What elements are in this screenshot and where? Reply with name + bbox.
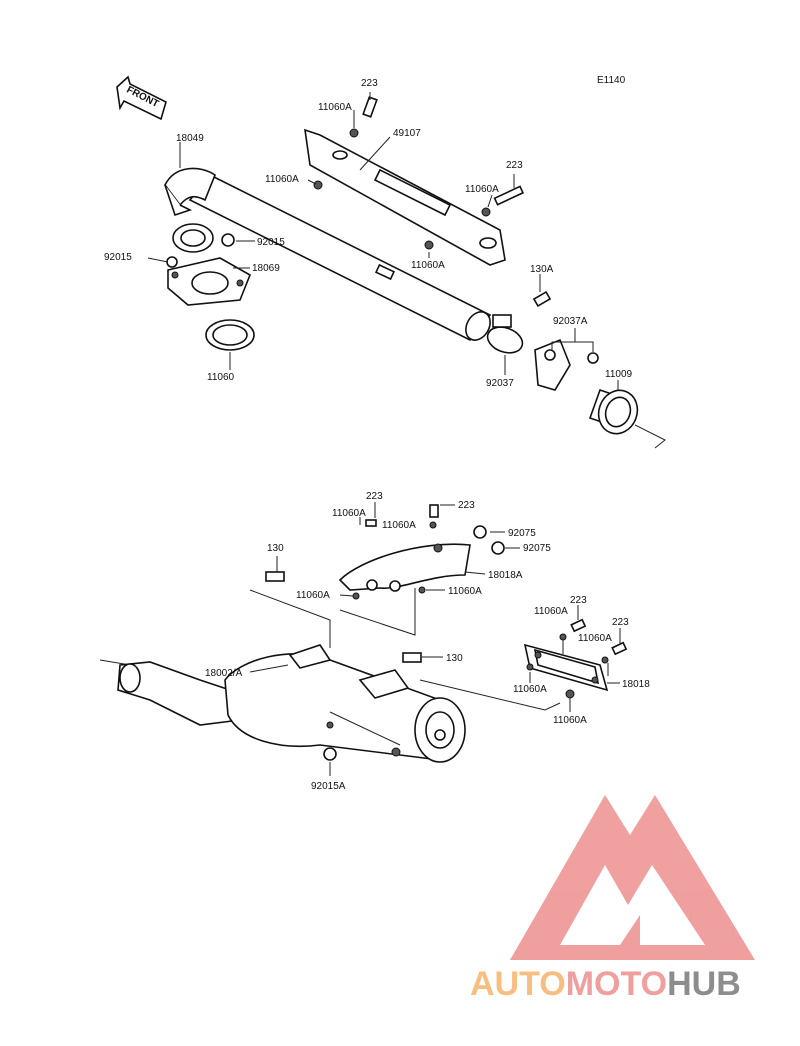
label-11060A-mid: 11060A [411,260,445,271]
bolt-223-right [481,185,525,217]
label-11060A-left: 11060A [265,174,299,185]
lower-leader-lines [249,502,621,776]
label-11009: 11009 [605,369,633,380]
heat-shield-18018 [523,643,609,692]
label-11060A-h: 11060A [553,715,587,726]
label-18018A: 18018A [488,570,523,581]
label-92075-a: 92075 [508,528,536,539]
diagram-code: E1140 [597,75,626,86]
front-arrow-icon: FRONT [116,75,167,121]
label-11060A-b: 11060A [382,520,416,531]
upper-part-labels: 223 11060A 49107 18049 11060A 223 11060A… [104,78,633,389]
lower-fasteners [265,504,628,761]
logo-text-moto: MOTO [566,965,667,1003]
automotohub-logo: AUTOMOTOHUB [470,795,755,1003]
label-92037: 92037 [486,378,514,389]
bolt-223-top [313,96,434,250]
label-49107: 49107 [393,128,421,139]
label-11060A-f: 11060A [578,633,612,644]
label-130-b: 130 [446,653,463,664]
label-11060A-a: 11060A [332,508,366,519]
label-92075-b: 92075 [523,543,551,554]
label-11060A-right: 11060A [465,184,499,195]
lower-part-labels: 223 11060A 11060A 223 92075 92075 130 18… [205,491,650,792]
clamp-92037 [486,290,552,354]
label-11060: 11060 [207,372,235,383]
label-223-b: 223 [458,500,475,511]
bracket-49107 [304,128,506,266]
label-92015A: 92015A [311,781,346,792]
label-18069: 18069 [252,263,280,274]
label-223-top: 223 [361,78,378,89]
label-92015-left: 92015 [104,252,132,263]
label-223-c: 223 [570,595,587,606]
label-130A: 130A [530,264,554,275]
label-18002A: 18002/A [205,668,243,679]
label-11060A-c: 11060A [296,590,330,601]
label-223-a: 223 [366,491,383,502]
header-pipe-assembly [164,167,492,342]
nut-92015 [166,233,235,268]
sleeve-11009 [588,388,639,435]
holder-92037A [534,338,599,391]
label-18049: 18049 [176,133,204,144]
svg-text:AUTOMOTOHUB: AUTOMOTOHUB [470,965,741,1003]
muffler-18002A [99,644,466,763]
label-11060A-e: 11060A [534,606,568,617]
label-223-right: 223 [506,160,523,171]
label-130-a: 130 [267,543,284,554]
flange-18069 [167,257,252,306]
gasket-11060 [205,319,255,351]
logo-text-hub: HUB [667,965,741,1003]
label-11060A-g: 11060A [513,684,547,695]
upper-leader-lines [147,92,666,449]
heat-shield-18018A [338,543,471,592]
label-11060A-top: 11060A [318,102,352,113]
label-18018: 18018 [622,679,650,690]
logo-text-auto: AUTO [470,965,566,1003]
label-92037A: 92037A [553,316,588,327]
label-223-d: 223 [612,617,629,628]
label-11060A-d: 11060A [448,586,482,597]
label-92015-right: 92015 [257,237,285,248]
